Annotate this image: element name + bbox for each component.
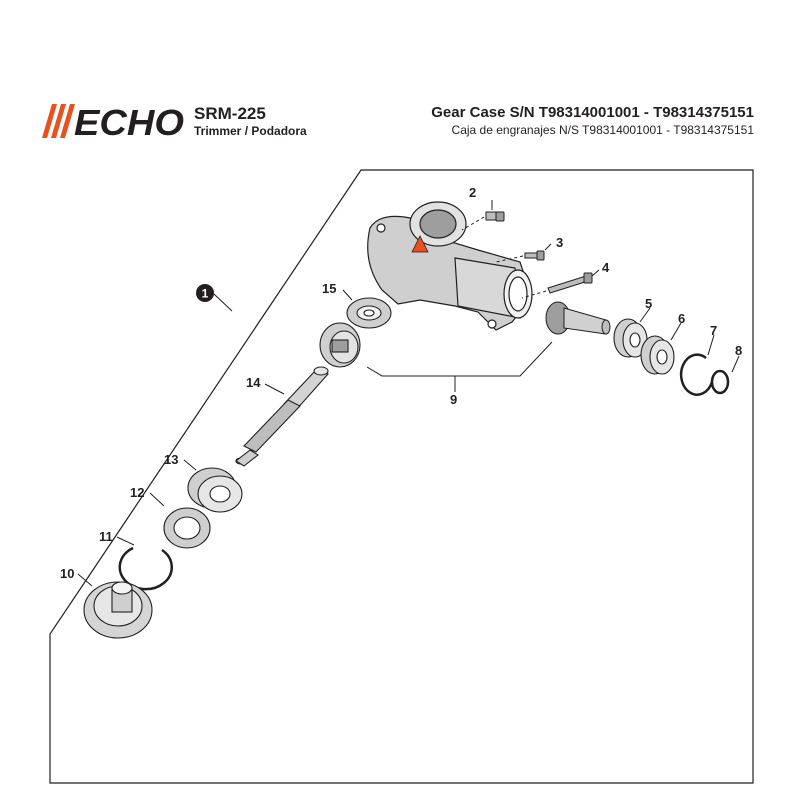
model-subtitle: Trimmer / Podadora [194,124,307,138]
callout-7: 7 [710,323,717,338]
echo-logo: ECHO [42,104,184,138]
callout-10: 10 [60,566,74,581]
assembly-frame [49,169,754,784]
assembly-leader [213,293,233,312]
bolt-4 [521,272,593,299]
callout-12: 12 [130,485,144,500]
page-subtitle: Caja de engranajes N/S T98314001001 - T9… [451,123,754,137]
circlip-7 [679,353,714,396]
bearing-13 [187,467,243,513]
assembly-badge [196,284,214,302]
callout-15: 15 [322,281,336,296]
callout-3: 3 [556,235,563,250]
callout-14: 14 [246,375,261,390]
callout-4: 4 [602,260,610,275]
bolt-2 [461,211,505,231]
callout-2: 2 [469,185,476,200]
bearing-15 [346,297,392,329]
lower-cover-10 [83,581,153,639]
output-shaft-14 [235,366,329,467]
callout-11: 11 [99,529,113,544]
callout-5: 5 [645,296,652,311]
page-title: Gear Case S/N T98314001001 - T9831437515… [431,104,754,121]
bolt-3 [495,250,545,263]
leader-9 [366,341,553,377]
callout-8: 8 [735,343,742,358]
callout-leaders [77,200,740,587]
bearing-6 [640,335,675,375]
logo-wordmark: ECHO [74,104,184,138]
washer-12 [163,507,211,549]
ring-8 [710,369,730,395]
circlip-11 [118,546,173,591]
callout-9: 9 [450,392,457,407]
callout-6: 6 [678,311,685,326]
pinion-gear-shaft [545,301,611,335]
assembly-badge-label: 1 [202,287,209,301]
bevel-gear [319,322,361,368]
logo-stripes [42,104,75,138]
gear-case-housing [367,201,533,331]
model-number: SRM-225 [194,104,266,123]
callout-13: 13 [164,452,178,467]
